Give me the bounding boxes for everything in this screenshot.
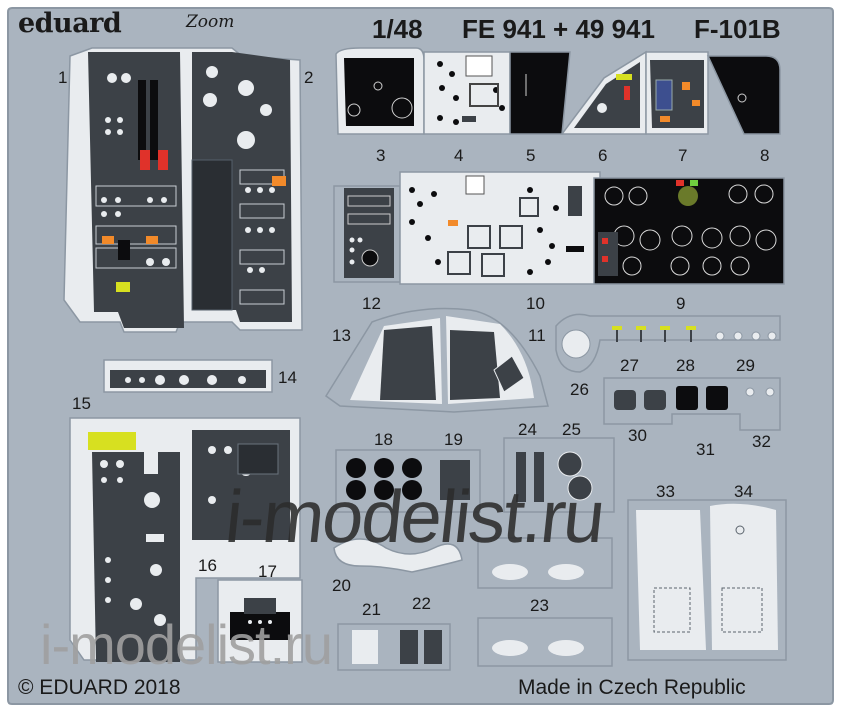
part-number: 22 [412, 594, 431, 613]
part-number: 8 [760, 146, 770, 165]
part-number: 25 [562, 420, 581, 439]
part-number: 24 [518, 420, 537, 439]
copyright-label: © EDUARD 2018 [18, 676, 181, 699]
part-number: 4 [454, 146, 464, 165]
part-5-panel [509, 51, 571, 135]
part-number: 21 [362, 600, 381, 619]
eduard-logo: eduard [18, 8, 122, 39]
zoom-series-logo: Zoom [186, 12, 235, 32]
part-13-11-coaming [324, 307, 549, 413]
part-23 [477, 617, 613, 667]
part-number: 15 [72, 394, 91, 413]
part-number: 32 [752, 432, 771, 451]
part-number: 20 [332, 576, 351, 595]
part-number: 19 [444, 430, 463, 449]
part-number: 5 [526, 146, 536, 165]
part-33-34-sidewalls [627, 499, 787, 661]
part-number: 18 [374, 430, 393, 449]
part-number: 12 [362, 294, 381, 313]
part-8-panel [706, 55, 781, 135]
part-number: 14 [278, 368, 297, 387]
part-number: 17 [258, 562, 277, 581]
part-number: 11 [528, 326, 546, 345]
part-1-2-side-consoles [63, 47, 303, 333]
part-number: 23 [530, 596, 549, 615]
part-4-panel [423, 51, 511, 135]
part-14-strip [103, 359, 273, 393]
part-27-32-switches [603, 377, 781, 431]
part-number: 34 [734, 482, 753, 501]
scale-label: 1/48 [372, 14, 423, 44]
origin-label: Made in Czech Republic [518, 676, 746, 699]
part-unnamed-pedals [477, 537, 613, 589]
part-number: 6 [598, 146, 608, 165]
part-18-19-knobs [335, 449, 481, 513]
part-number: 26 [570, 380, 589, 399]
part-10-panel [399, 171, 601, 285]
part-6-panel [560, 50, 647, 135]
part-number: 16 [198, 556, 217, 575]
part-number: 29 [736, 356, 755, 375]
part-number: 7 [678, 146, 688, 165]
product-code: FE 941 + 49 941 [462, 14, 655, 44]
part-7-panel [645, 51, 709, 135]
part-number: 31 [696, 440, 715, 459]
part-26-bracket [555, 313, 781, 373]
aircraft-model: F-101B [694, 14, 781, 44]
site-watermark: i-modelist.ru [221, 475, 608, 558]
part-12-panel [333, 185, 401, 283]
part-number: 33 [656, 482, 675, 501]
part-9-main-panel [593, 177, 785, 285]
site-watermark-secondary: i-modelist.ru [40, 613, 333, 676]
part-15-16-console [69, 417, 301, 662]
part-17-panel [217, 579, 303, 663]
part-number: 30 [628, 426, 647, 445]
part-21-22 [337, 623, 451, 671]
part-20-yoke [333, 538, 463, 573]
part-number: 3 [376, 146, 386, 165]
part-number: 10 [526, 294, 545, 313]
part-number: 28 [676, 356, 695, 375]
part-number: 2 [304, 68, 314, 87]
part-number: 13 [332, 326, 351, 345]
part-24-25 [503, 437, 615, 513]
part-number: 1 [58, 68, 68, 87]
part-number: 27 [620, 356, 639, 375]
part-number: 9 [676, 294, 686, 313]
part-3-panel [335, 47, 425, 135]
